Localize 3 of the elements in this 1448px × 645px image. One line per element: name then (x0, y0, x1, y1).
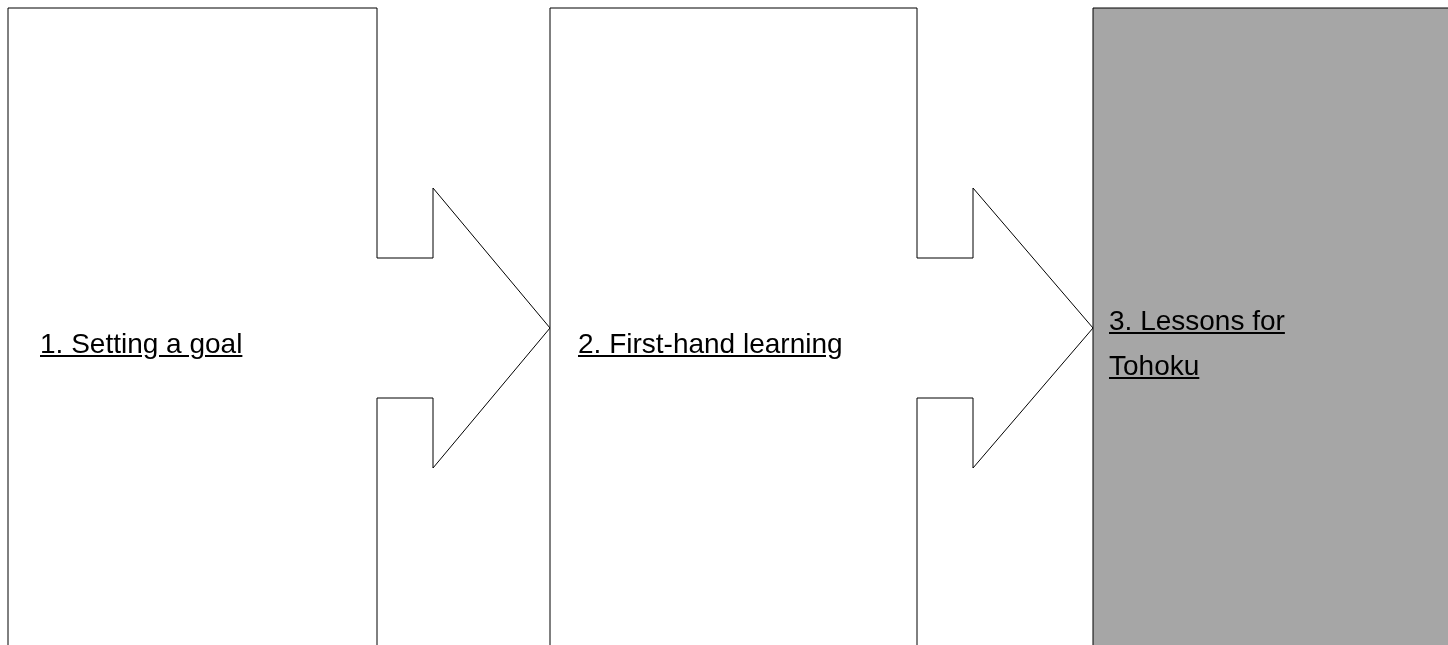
step-title: 3. Lessons for Tohoku (1109, 304, 1286, 383)
step-title: 2. First-hand learning (578, 327, 844, 361)
step-title: 1. Setting a goal (40, 327, 244, 361)
